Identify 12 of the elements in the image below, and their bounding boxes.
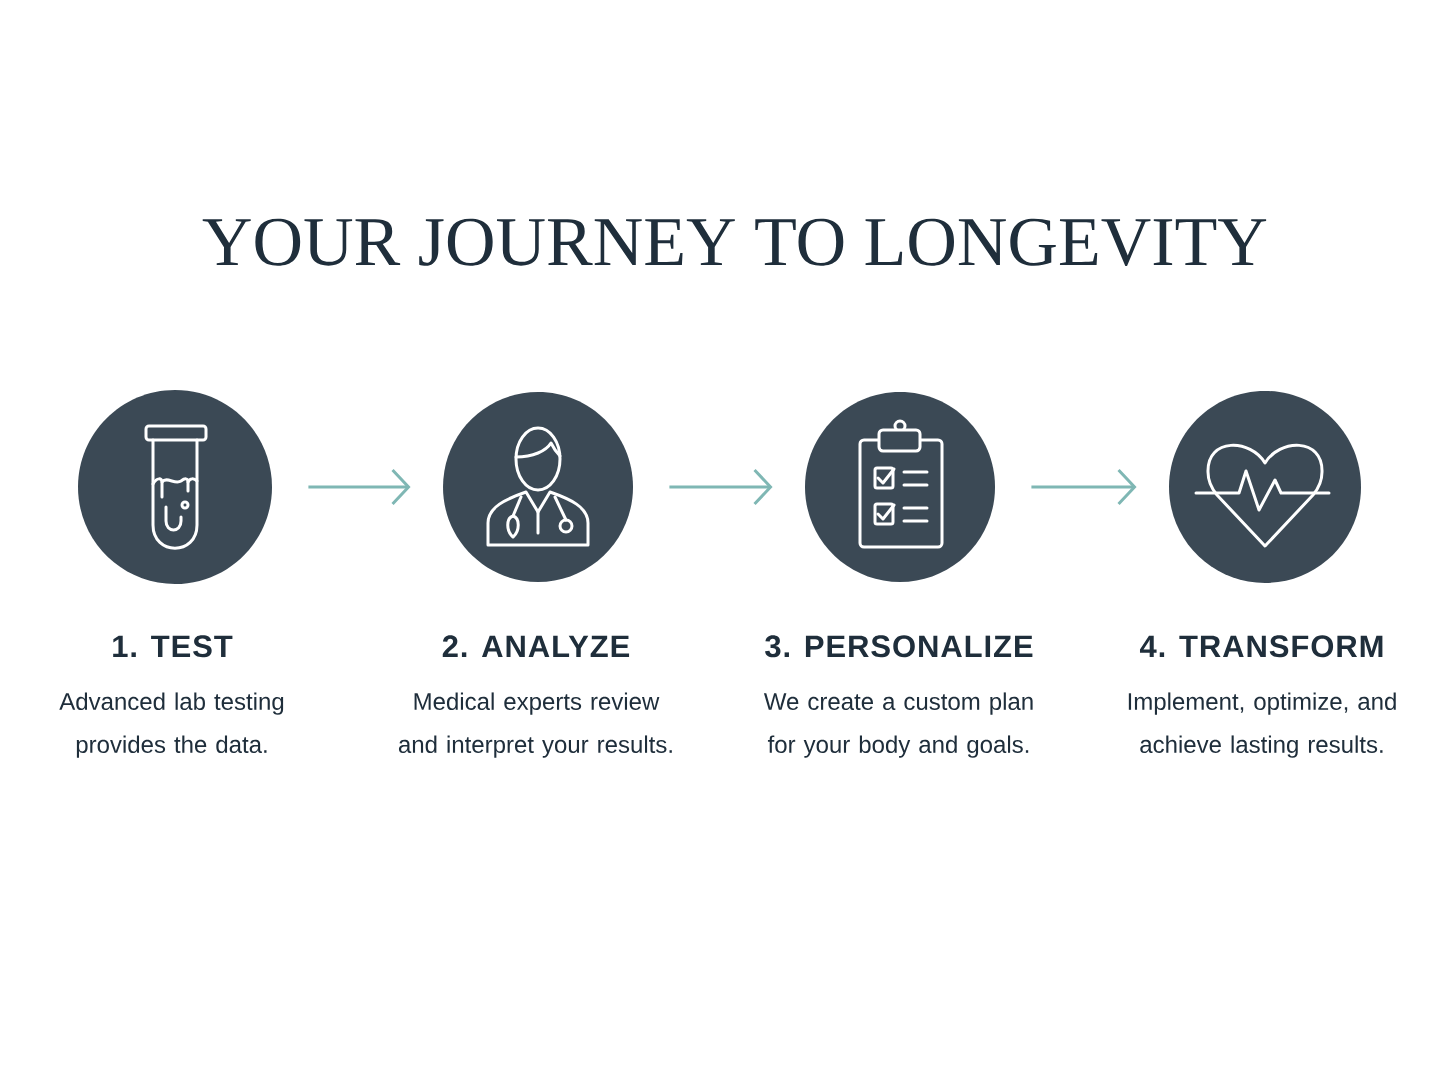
step-description: We create a custom plan for your body and goals.: [763, 692, 1033, 758]
step-description: Implement, optimize, and achieve lasting results.: [1128, 692, 1396, 758]
arrow: [669, 468, 773, 506]
step-heading: 4. TRANSFORM: [1140, 635, 1383, 658]
step-heading: 3. PERSONALIZE: [765, 635, 1033, 658]
step-description: Medical experts review and interpret your results.: [398, 692, 672, 758]
step-heading: 1. TEST: [113, 635, 233, 658]
arrow: [1031, 468, 1137, 506]
step-heading: 2. ANALYZE: [442, 635, 630, 657]
step-description: Advanced lab testing provides the data.: [59, 692, 284, 758]
arrow: [308, 468, 411, 506]
title: YOUR JOURNEY TO LONGEVITY: [202, 218, 1267, 267]
